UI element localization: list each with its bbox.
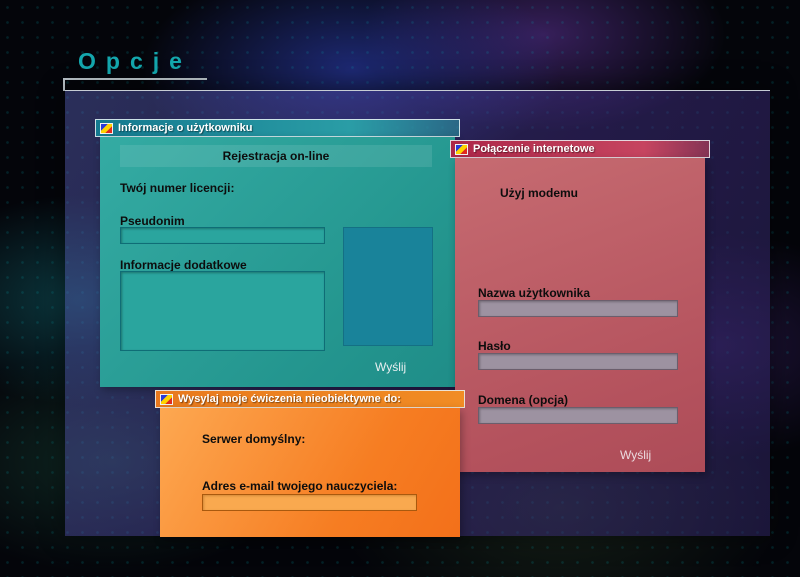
window-user-info: Informacje o użytkowniku Rejestracja on-… — [95, 119, 460, 387]
password-input[interactable] — [478, 353, 678, 370]
preview-box — [343, 227, 433, 346]
license-label: Twój numer licencji: — [120, 181, 235, 195]
username-input[interactable] — [478, 300, 678, 317]
titlebar-exercises[interactable]: Wysylaj moje ćwiczenia nieobiektywne do: — [155, 390, 465, 408]
send-link-user-info[interactable]: Wyślij — [375, 360, 407, 374]
window-internet: Połączenie internetowe Użyj modemu Nazwa… — [450, 140, 710, 472]
window-body-exercises: Serwer domyślny: Adres e-mail twojego na… — [160, 408, 460, 537]
title-tick — [63, 78, 65, 91]
window-title: Połączenie internetowe — [473, 143, 595, 155]
teacher-email-label: Adres e-mail twojego nauczyciela: — [202, 479, 398, 493]
password-label: Hasło — [478, 339, 511, 353]
nickname-input[interactable] — [120, 227, 325, 244]
window-exercises: Wysylaj moje ćwiczenia nieobiektywne do:… — [155, 390, 465, 537]
teacher-email-input[interactable] — [202, 494, 417, 511]
window-icon — [455, 143, 468, 155]
extra-info-label: Informacje dodatkowe — [120, 258, 247, 272]
window-body-internet: Użyj modemu Nazwa użytkownika Hasło Dome… — [455, 158, 705, 472]
page-title: Opcje — [78, 48, 192, 74]
window-title: Informacje o użytkowniku — [118, 122, 253, 134]
default-server-label: Serwer domyślny: — [202, 432, 306, 446]
domain-label: Domena (opcja) — [478, 393, 569, 407]
window-body-user-info: Rejestracja on-line Twój numer licencji:… — [100, 137, 455, 387]
registration-header: Rejestracja on-line — [120, 145, 432, 167]
use-modem-label: Użyj modemu — [500, 186, 579, 200]
window-icon — [160, 393, 173, 405]
send-link-internet[interactable]: Wyślij — [620, 448, 652, 462]
titlebar-internet[interactable]: Połączenie internetowe — [450, 140, 710, 158]
window-icon — [100, 122, 113, 134]
username-label: Nazwa użytkownika — [478, 286, 591, 300]
titlebar-user-info[interactable]: Informacje o użytkowniku — [95, 119, 460, 137]
domain-input[interactable] — [478, 407, 678, 424]
extra-info-textarea[interactable] — [120, 271, 325, 351]
nickname-label: Pseudonim — [120, 214, 185, 228]
window-title: Wysylaj moje ćwiczenia nieobiektywne do: — [178, 393, 401, 405]
title-underline — [63, 78, 207, 80]
